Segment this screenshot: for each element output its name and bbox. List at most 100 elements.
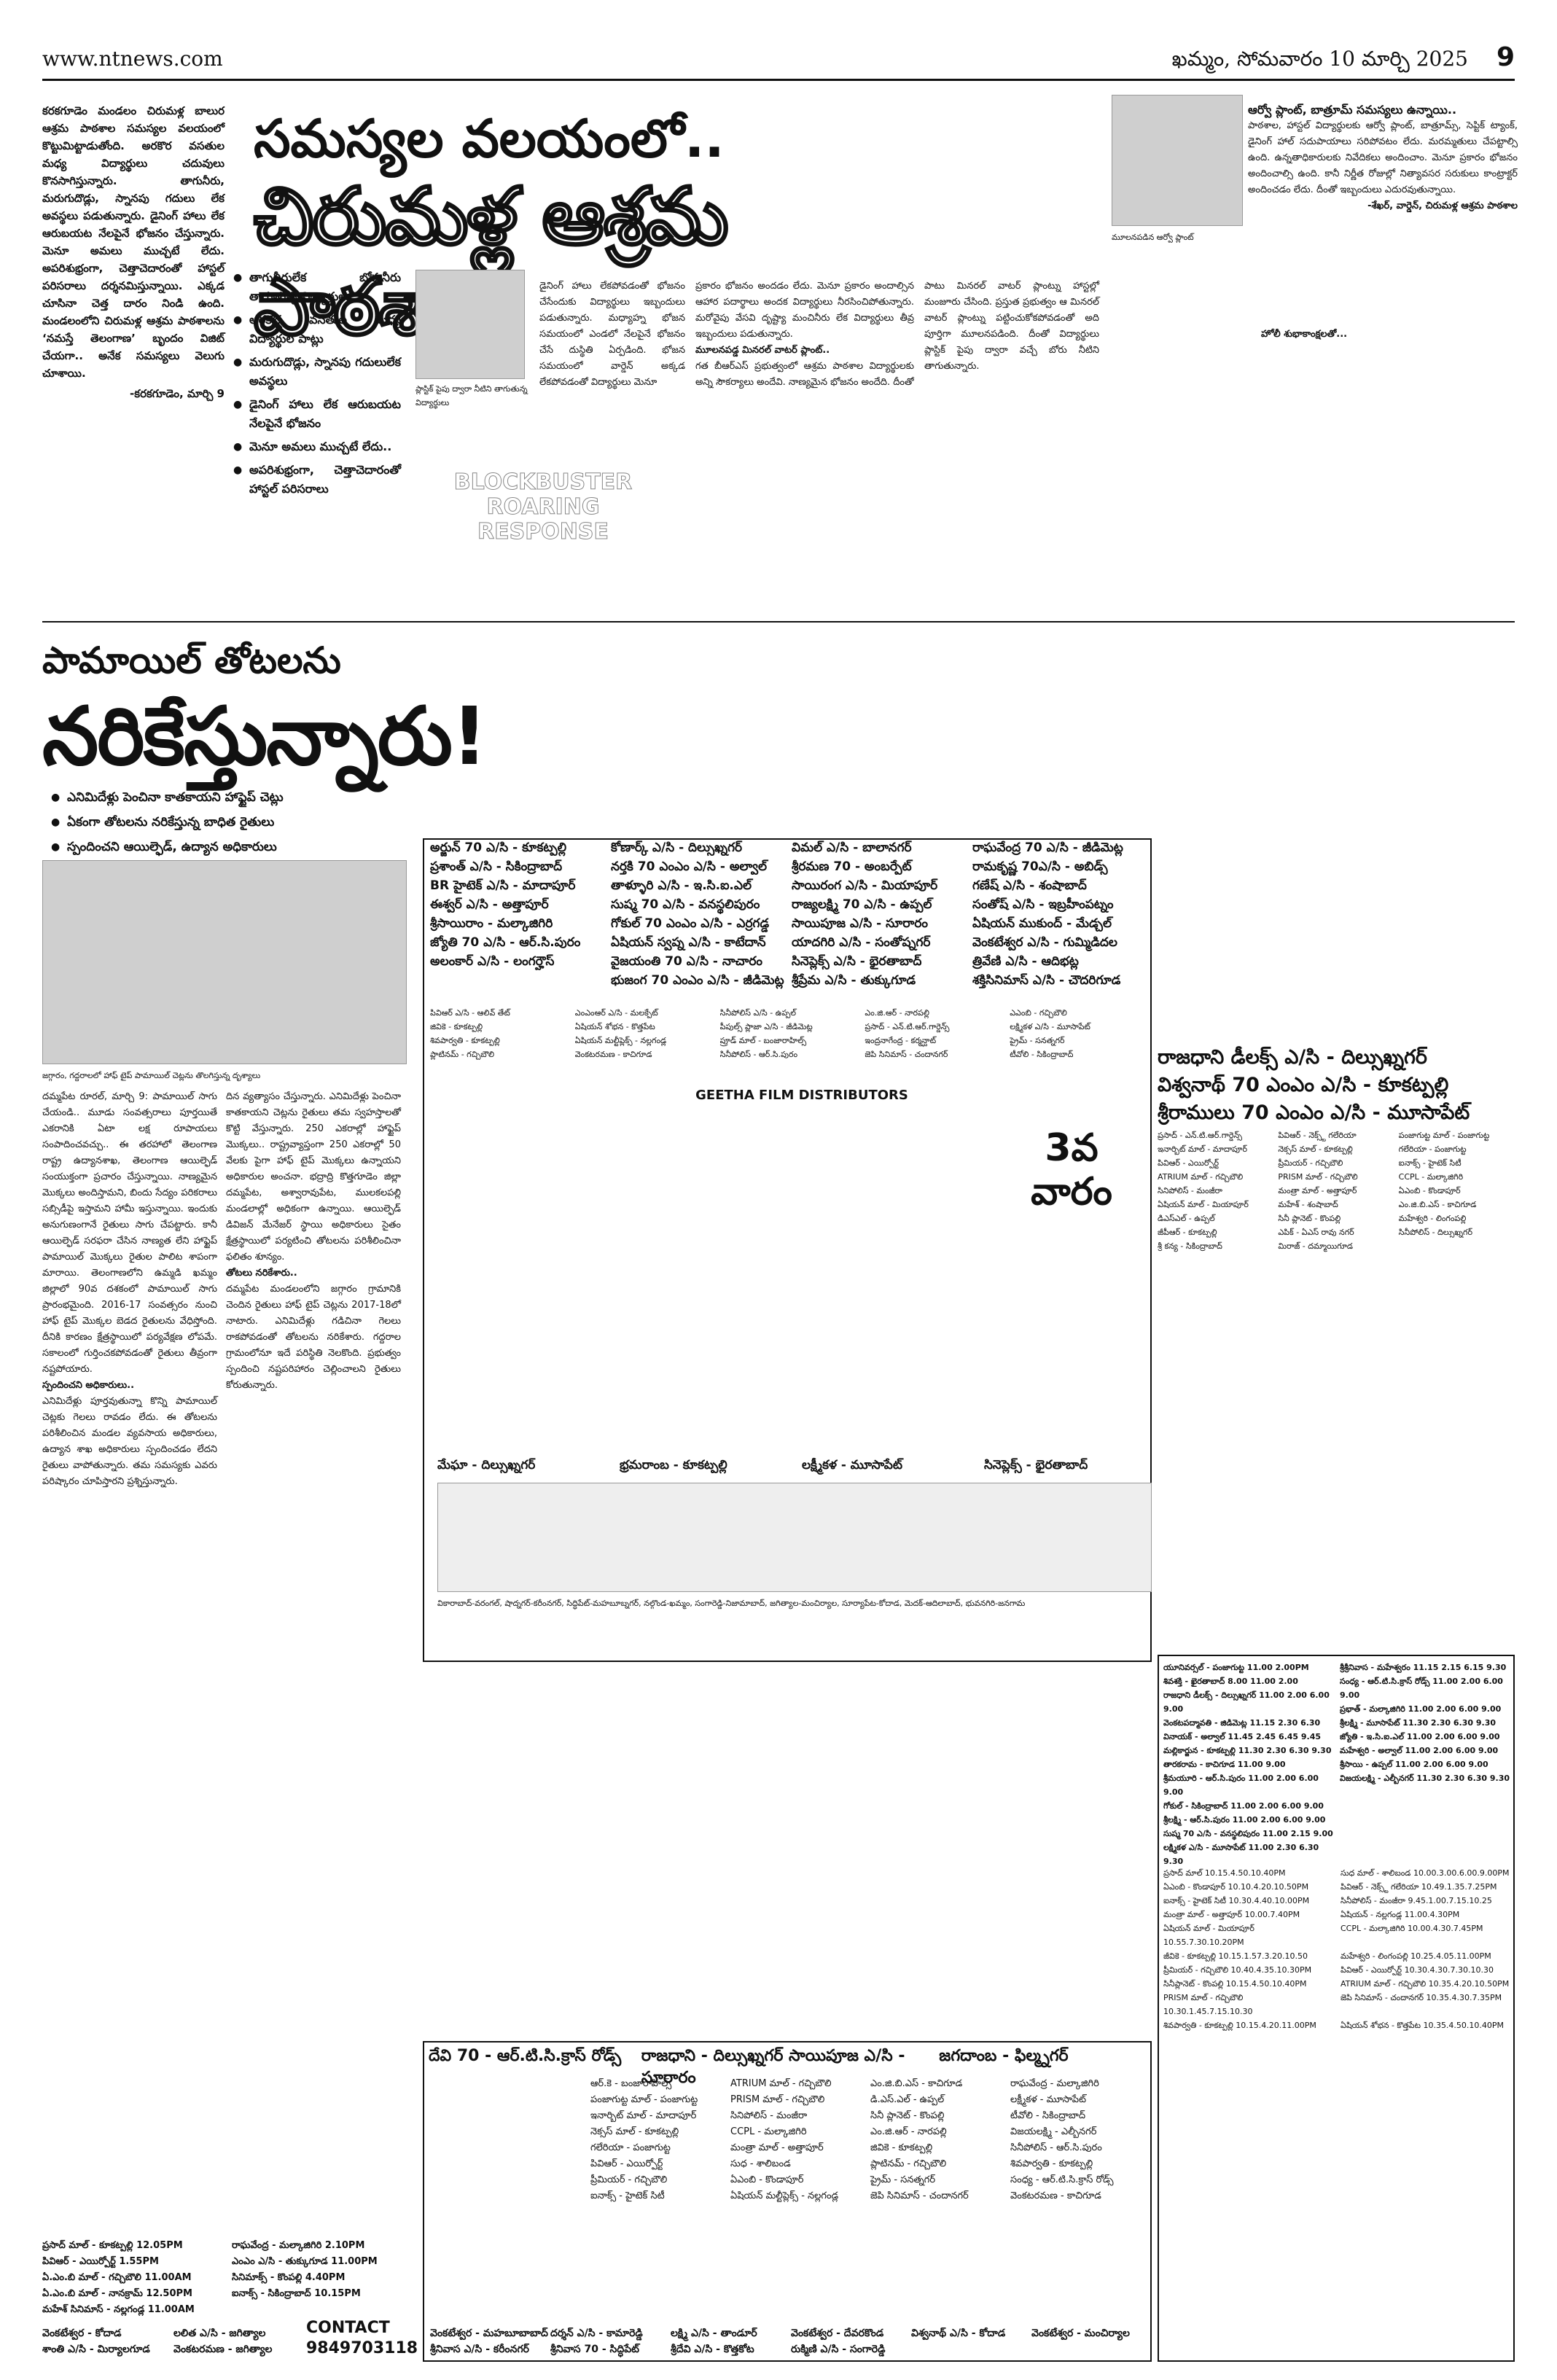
venue: వెంకటరమణ - జగిత్యాల [173, 2344, 273, 2355]
venue: గలేరియా - పంజాగుట్ట [1398, 1144, 1467, 1154]
venue: ప్రైమ్ - సనత్నగర్ [1010, 1036, 1065, 1045]
show-time: మహేశ్వరి - లింగంపల్లి 10.25.4.05.11.00PM [1341, 1951, 1491, 1961]
venue: జెపి సినిమాస్ - చందానగర్ [865, 1050, 948, 1059]
theatre: సాయిరంగ ఎ/సి - మియాపూర్ [792, 878, 938, 893]
venue: టీవోలి - సికింద్రాబాద్ [1010, 1050, 1074, 1059]
story1-bullets: తాగునీరులేక బోరునీరు తాగుతున్న విద్యార్థ… [233, 268, 401, 503]
theatre: BR హైటెక్ ఎ/సి - మాదాపూర్ [430, 878, 576, 893]
theatre: శ్రీసాయిరాం - మల్కాజిగిరి [430, 916, 553, 931]
theatre: కోణార్క్ ఎ/సి - దిల్సుఖ్నగర్ [611, 840, 743, 855]
show-time: ప్రభాత్ - మల్కాజిగిరి 11.00 2.00 6.00 9.… [1340, 1704, 1502, 1714]
show-time: CCPL - మల్కాజిగిరి 10.00.4.30.7.45PM [1341, 1924, 1483, 1933]
ad1-bottom-title: లక్ష్మీకళ - మూసాపేట్ [802, 1458, 902, 1472]
theatre: రాజ్యలక్ష్మి 70 ఎ/సి - ఉప్పల్ [792, 897, 932, 912]
show-time: ప్రీమియర్ - గచ్చిబౌలి 10.40.4.35.10.30PM [1163, 1965, 1312, 1975]
venue: నెక్సస్ మాల్ - కూకట్పల్లి [590, 2126, 679, 2137]
contact-number[interactable]: 9849703118 [306, 2339, 418, 2357]
venue: ఎంఎంఆర్ ఎ/సి - మలక్పేట్ [574, 1008, 658, 1018]
venue: పివిఆర్ - ఎయిర్పోర్ట్ [1158, 1158, 1220, 1168]
ad2-title: రాజధాని - దిల్సుఖ్నగర్ [641, 2047, 784, 2065]
story2-body-right: దిన వ్యత్యాసం చేస్తున్నారు. ఎనిమిదేళ్లు … [226, 1089, 401, 1394]
story2-headline: నరికేస్తున్నారు! [42, 690, 488, 783]
venue: మంత్రా మాల్ - అత్తాపూర్ [1278, 1186, 1357, 1195]
venue: మహేశ్ - శంషాబాద్ [1278, 1200, 1338, 1209]
story1-photo-pipe [415, 270, 525, 379]
story2-kicker: పామాయిల్ తోటలను [42, 639, 341, 682]
show-time: ఏషియన్ మాల్ - మియాపూర్ 10.55.7.30.10.20P… [1163, 1924, 1254, 1947]
ad2-bottom-row: వెంకటేశ్వర - మహబూబాబాద్ దర్శన్ ఎ/సి - కా… [430, 2325, 1152, 2357]
venue: వెంకటేశ్వర - కోదాడ [42, 2328, 122, 2339]
venue: రాఘవేంద్ర - మల్కాజిగిరి [1010, 2078, 1099, 2089]
venue: ప్లాటినమ్ - గచ్చిబౌలి [870, 2158, 947, 2169]
venue: సినీపోలిస్ ఎ/సి - ఉప్పల్ [719, 1008, 797, 1018]
story1-col-a: డైనింగ్ హాలు లేకపోవడంతో భోజనం చేసేందుకు … [539, 281, 685, 388]
venue: పంజాగుట్ట మాల్ - పంజాగుట్ట [590, 2094, 698, 2105]
ad2-shows-left: ప్రసాద్ మాల్ - కూకట్పల్లి 12.05PM పివిఆర… [42, 2238, 225, 2318]
venue: ఎం.జి.బి.ఎస్ - కాచిగూడ [870, 2078, 963, 2089]
story2-body-right-sub: తోటలు నరికేశారు.. [226, 1268, 297, 1279]
show-time: శ్రీశ్రీనివాస - మహేశ్వరం 11.15 2.15 6.15… [1340, 1663, 1507, 1672]
venue: శ్రీనివాస 70 - సిద్ధిపేట్ [550, 2344, 639, 2355]
venue: ప్లాటినమ్ - గచ్చిబౌలి [430, 1050, 495, 1059]
venue: సంధ్య - ఆర్.టి.సి.క్రాస్ రోడ్స్ [1010, 2174, 1114, 2185]
venue: వెంకటేశ్వర - మంచిర్యాల [1031, 2328, 1130, 2339]
story1-bullet: మరుగుదొడ్లు, స్నానపు గదులులేక అవస్థలు [233, 353, 401, 391]
venue: విజయలక్ష్మి - ఎల్బీనగర్ [1010, 2126, 1097, 2137]
show-time: జెపి సినిమాస్ - చందానగర్ 10.35.4.30.7.35… [1341, 1993, 1502, 2002]
venue: ఏషియన్ శోభన - కొత్తపేట [574, 1022, 655, 1031]
ad1-bottom-title: భ్రమరాంబ - కూకట్పల్లి [620, 1458, 727, 1472]
ad1-col2: కోణార్క్ ఎ/సి - దిల్సుఖ్నగర్ నర్తకి 70 ఎ… [611, 838, 786, 990]
story1-col-b-text: ప్రకారం భోజనం అందడం లేదు. మెనూ ప్రకారం అ… [695, 281, 914, 340]
story1-side-quote: -శేఖర్, వార్డెన్, చిరుమళ్ల ఆశ్రమ పాఠశాల [1367, 200, 1518, 211]
venue: జీపీఆర్ - కూకట్పల్లి [1158, 1228, 1217, 1237]
ad2-contact: CONTACT 9849703118 [306, 2318, 430, 2359]
theatre: త్రివేణి ఎ/సి - ఆదిభట్ల [972, 954, 1079, 969]
theatre: అలంకార్ ఎ/సి - లంగర్హౌస్ [430, 954, 555, 969]
ad1-right-title: విశ్వనాథ్ 70 ఎంఎం ఎ/సి - కూకట్పల్లి [1158, 1074, 1449, 1096]
venue: జివికె - కూకట్పల్లి [430, 1022, 483, 1031]
venue: ఎఎంబి - గచ్చిబౌలి [1010, 1008, 1067, 1018]
site-url[interactable]: www.ntnews.com [42, 47, 223, 71]
venue: ఐనాక్స్ - హైటెక్ సిటీ [590, 2190, 665, 2201]
story2-body-left2-text: ఎనిమిదేళ్లు పూర్తవుతున్నా కొన్ని పామాయిల… [42, 1396, 217, 1487]
venue: లలిత ఎ/సి - జగిత్యాల [173, 2328, 266, 2339]
ad1-week: 3వ వారం [1031, 1126, 1112, 1214]
show-time: జ్యోతి - ఇ.సి.ఐ.ఎల్ 11.00 2.00 6.00 9.00 [1340, 1732, 1500, 1741]
story2-photo [42, 860, 407, 1064]
ad1-bottom-title: సినెప్లెక్స్ - భైరతాబాద్ [984, 1458, 1088, 1472]
ad1-right-title: రాజధాని డీలక్స్ ఎ/సి - దిల్సుఖ్నగర్ [1158, 1046, 1427, 1069]
venue: ప్రైమ్ - సనత్నగర్ [870, 2174, 936, 2185]
show-time: వెంకటపద్మావతి - జిడిమెట్ల 11.15 2.30 6.3… [1163, 1718, 1321, 1728]
show-time: లక్ష్మికళ ఎ/సి - మూసాపేట్ 11.00 2.30 6.3… [1163, 1843, 1319, 1866]
venue: ప్రసాద్ - ఎన్.టి.ఆర్.గార్డెన్స్ [1158, 1131, 1243, 1140]
venue: ఏఎంబి - కొండాపూర్ [1398, 1186, 1461, 1195]
venue: డి.ఎస్.ఎల్ - ఉప్పల్ [870, 2094, 945, 2105]
show-time: సంధ్య - ఆర్.టి.సి.క్రాస్ రోడ్స్ 11.00 2.… [1340, 1677, 1503, 1700]
show-time: గోకుల్ - సికింద్రాబాద్ 11.00 2.00 6.00 9… [1163, 1801, 1324, 1811]
story1-bullet: తాగునీరులేక బోరునీరు తాగుతున్న విద్యార్థ… [233, 268, 401, 306]
ad3-lines: యూనివర్సల్ - పంజాగుట్ట 11.00 2.00PM శివశ… [1163, 1661, 1335, 1868]
theatre: తాళ్ళూరి ఎ/సి - ఇ.సి.ఐ.ఎల్ [611, 878, 752, 893]
show-time: మహేశ్వరి - అల్వాల్ 11.00 2.00 6.00 9.00 [1340, 1746, 1499, 1755]
show-time: శ్రీలక్ష్మి - ఆర్.సి.పురం 11.00 2.00 6.0… [1163, 1815, 1326, 1825]
venue: ఇంద్రనాగేంద్ర - కర్మన్ఘాట్ [865, 1036, 937, 1045]
movie-ad-2 [423, 2041, 1152, 2362]
venue: ప్రసాద్ - ఎన్.టి.ఆర్.గార్డెన్స్ [865, 1022, 950, 1031]
venue: జివికె - కూకట్పల్లి [870, 2142, 933, 2153]
show-time: శ్రీమయూరి - ఆర్.సి.పురం 11.00 2.00 6.00 … [1163, 1774, 1319, 1797]
ad2-venue-col: ఆర్.కె - బంజారాహిల్స్ పంజాగుట్ట మాల్ - ప… [590, 2076, 725, 2204]
story1-col-b-sub: మూలనపడ్డ మినరల్ వాటర్ ప్లాంట్.. [695, 345, 830, 356]
show-time: సినీప్లానెట్ - కొంపల్లి 10.15.4.50.10.40… [1163, 1979, 1307, 1989]
ad2-venue-col: రాఘవేంద్ర - మల్కాజిగిరి లక్ష్మీకళ - మూసా… [1010, 2076, 1144, 2204]
show-time: రాఘవేంద్ర - మల్కాజిగిరి 2.10PM [232, 2240, 365, 2251]
ad-watermark: BLOCKBUSTER ROARING RESPONSE [453, 469, 633, 545]
story1-kicker: సమస్యల వలయంలో.. [254, 108, 725, 169]
show-time: ప్రసాద్ మాల్ - కూకట్పల్లి 12.05PM [42, 2240, 183, 2251]
show-time: ఐనాక్స్ - హైటెక్ సిటీ 10.30.4.40.10.00PM [1163, 1896, 1310, 1905]
ad1-bottom-venue-block [437, 1483, 1152, 1592]
venue: వెంకటేశ్వర - దేవరకొండ [791, 2328, 884, 2339]
venue: ఎం.జి.బి.ఎస్ - కాచిగూడ [1398, 1200, 1477, 1209]
story1-photo-ro-plant [1112, 95, 1243, 226]
show-time: ఐనాక్స్ - సికింద్రాబాద్ 10.15PM [232, 2288, 361, 2299]
story1-bullet: అపరిశుభ్రంగా, చెత్తాచెదారంతో హాస్టల్ పరి… [233, 461, 401, 499]
